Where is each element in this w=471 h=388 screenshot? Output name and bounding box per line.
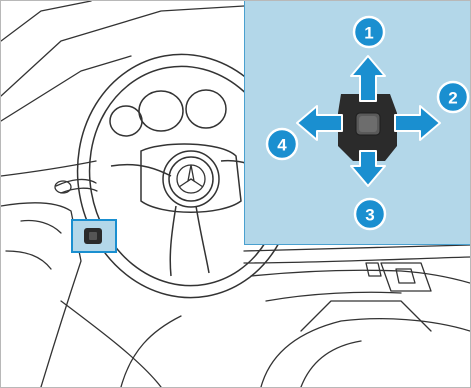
- mercedes-star-icon: [177, 165, 205, 193]
- callout-2: 2: [438, 82, 468, 112]
- callout-4: 4: [267, 129, 297, 159]
- callout-1: 1: [354, 17, 384, 47]
- callout-3: 3: [355, 199, 385, 229]
- callout-1-label: 1: [364, 24, 373, 43]
- arrow-left-icon: [297, 106, 342, 140]
- detail-panel: 1 2 3 4: [244, 1, 471, 245]
- switch-location-highlight: [72, 220, 116, 252]
- callout-4-label: 4: [277, 136, 287, 155]
- callout-2-label: 2: [448, 89, 457, 108]
- callout-3-label: 3: [365, 206, 374, 225]
- arrow-right-icon: [395, 106, 440, 140]
